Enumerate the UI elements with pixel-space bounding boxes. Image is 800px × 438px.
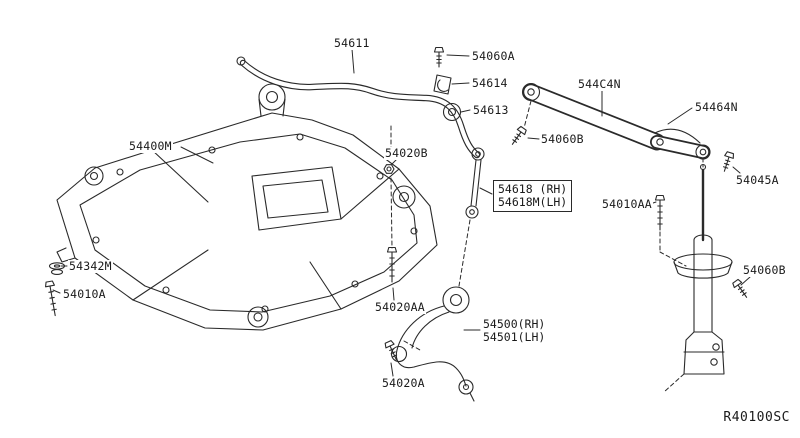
part-label-54464n: 54464N <box>694 100 739 114</box>
part-label-box-54618: 54618 (RH) 54618M(LH) <box>493 180 573 212</box>
part-label-54614: 54614 <box>471 76 509 90</box>
part-label-54020aa: 54020AA <box>374 300 426 314</box>
bracket-drawing <box>650 128 711 160</box>
subframe-drawing <box>56 83 438 331</box>
part-label-54500-rh: 54500(RH) <box>483 317 546 331</box>
part-label-54342m: 54342M <box>68 259 113 273</box>
strut-drawing <box>673 163 733 375</box>
part-label-54060b-lower: 54060B <box>742 263 787 277</box>
part-label-54060a: 54060A <box>471 49 516 63</box>
part-label-54501-lh: 54501(LH) <box>483 330 546 344</box>
control-arm-drawing <box>390 286 475 402</box>
part-label-54020b: 54020B <box>384 146 429 160</box>
part-label-54045a: 54045A <box>735 173 780 187</box>
part-label-group-54500: 54500(RH) 54501(LH) <box>482 317 547 344</box>
part-label-54618-lh: 54618M(LH) <box>498 195 568 209</box>
part-label-54611: 54611 <box>333 36 371 50</box>
part-label-54400m: 54400M <box>128 139 173 153</box>
diagram-ref-code: R40100SC <box>723 410 790 425</box>
leader-lines <box>52 48 751 377</box>
part-label-54060b-upper: 54060B <box>540 132 585 146</box>
crossbar-drawing <box>521 82 666 151</box>
part-label-54010aa: 54010AA <box>601 197 653 211</box>
stabilizer-bar-drawing <box>236 56 481 159</box>
stabilizer-link-drawing <box>465 147 485 219</box>
part-label-544c4n: 544C4N <box>577 77 622 91</box>
part-label-54010a: 54010A <box>62 287 107 301</box>
part-label-54618-rh: 54618 (RH) <box>498 182 568 196</box>
part-label-54020a: 54020A <box>381 376 426 390</box>
part-label-54613: 54613 <box>472 103 510 117</box>
stabilizer-clamp-drawing <box>433 74 452 95</box>
